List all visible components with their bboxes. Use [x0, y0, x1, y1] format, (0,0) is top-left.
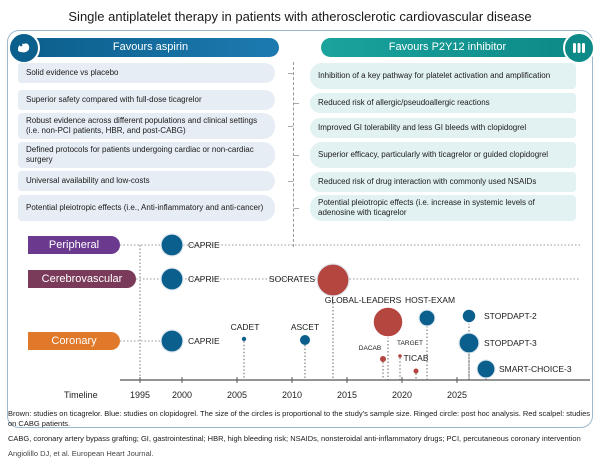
aspirin-item: Potential pleiotropic effects (i.e., Ant… [18, 195, 275, 221]
study-bubble [476, 359, 496, 379]
aspirin-header: Favours aspirin [22, 38, 279, 57]
p2y12-item: Reduced risk of allergic/pseudoallergic … [310, 93, 576, 113]
study-label: DACAB [359, 345, 381, 352]
year-label: 2025 [447, 390, 467, 400]
divider-tick [288, 73, 293, 74]
aspirin-item: Defined protocols for patients undergoin… [18, 142, 275, 168]
tablets-icon [573, 43, 585, 53]
study-bubble [458, 332, 480, 354]
year-label: 2020 [392, 390, 412, 400]
study-bubble [398, 354, 402, 358]
study-bubble [241, 336, 247, 342]
study-label: HOST-EXAM [405, 295, 455, 305]
study-bubble [300, 335, 310, 345]
year-label: 2010 [282, 390, 302, 400]
study-bubble [413, 368, 419, 374]
aspirin-item: Superior safety compared with full-dose … [18, 90, 275, 110]
study-label: CADET [231, 322, 260, 332]
pill-bottle-icon [18, 43, 30, 53]
divider-tick [294, 155, 299, 156]
aspirin-item: Robust evidence across different populat… [18, 113, 275, 139]
study-bubble [160, 233, 184, 257]
p2y12-header: Favours P2Y12 inhibitor [321, 38, 574, 57]
year-label: 2000 [172, 390, 192, 400]
year-label: 2015 [337, 390, 357, 400]
study-label: STOPDAPT-2 [484, 311, 537, 321]
aspirin-item: Universal availability and low-costs [18, 171, 275, 191]
study-bubble [418, 309, 436, 327]
study-bubble [461, 308, 477, 324]
abbreviations: CABG, coronary artery bypass grafting; G… [8, 434, 581, 443]
divider-tick [294, 208, 299, 209]
category-peripheral: Peripheral [28, 236, 120, 254]
divider-tick [294, 103, 299, 104]
category-cerebrovascular: Cerebrovascular [28, 270, 136, 288]
year-label: 2005 [227, 390, 247, 400]
study-label: CAPRIE [188, 240, 220, 250]
divider-tick [288, 181, 293, 182]
study-label: TICAB [403, 353, 428, 363]
aspirin-item: Solid evidence vs placebo [18, 63, 275, 83]
p2y12-item: Reduced risk of drug interaction with co… [310, 172, 576, 192]
p2y12-item: Inhibition of a key pathway for platelet… [310, 63, 576, 89]
citation: Angiolillo DJ, et al. European Heart Jou… [8, 449, 154, 458]
study-bubble [160, 267, 184, 291]
timeline-label: Timeline [64, 390, 98, 400]
study-label: TARGET [397, 340, 423, 347]
year-label: 1995 [130, 390, 150, 400]
study-label: SOCRATES [269, 274, 315, 284]
p2y12-badge [563, 32, 595, 64]
center-divider [293, 62, 294, 247]
study-label: SMART-CHOICE-3 [499, 364, 572, 374]
study-label: ASCET [291, 322, 319, 332]
panel-frame [7, 30, 593, 428]
p2y12-item: Potential pleiotropic effects (i.e. incr… [310, 195, 576, 221]
study-label: GLOBAL-LEADERS [325, 295, 402, 305]
study-bubble [380, 356, 386, 362]
legend-note: Brown: studies on ticagrelor. Blue: stud… [8, 409, 591, 428]
p2y12-item: Improved GI tolerability and less GI ble… [310, 118, 576, 138]
study-bubble [372, 306, 404, 338]
study-bubble [160, 329, 184, 353]
study-bubble [316, 263, 350, 297]
divider-tick [288, 126, 293, 127]
study-label: CAPRIE [188, 336, 220, 346]
study-label: CAPRIE [188, 274, 220, 284]
category-coronary: Coronary [28, 332, 120, 350]
figure-title: Single antiplatelet therapy in patients … [68, 9, 532, 24]
study-label: STOPDAPT-3 [484, 338, 537, 348]
p2y12-item: Superior efficacy, particularly with tic… [310, 142, 576, 168]
